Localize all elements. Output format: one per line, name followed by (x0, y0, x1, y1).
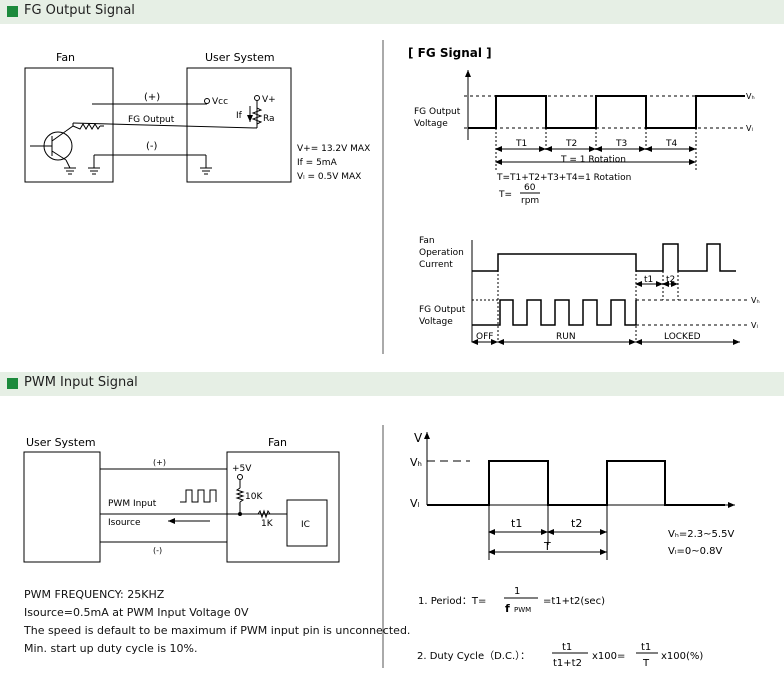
fg-circuit-labels: Fan User System (+) FG Output (-) Vcc V+… (56, 51, 370, 182)
fg-t4-label: T4 (665, 139, 677, 149)
fg-small-t2: t2 (666, 275, 675, 285)
fg-axis1-line2: Voltage (414, 119, 448, 129)
fg-out-line2: Voltage (419, 317, 453, 327)
fg-locked-waveform (471, 240, 750, 345)
fg-axis1-line1: FG Output (414, 107, 461, 117)
fg-spec-vl: Vₗ = 0.5V MAX (297, 172, 361, 182)
fg-minus-label: (-) (146, 141, 158, 152)
fg-formula-num: 60 (524, 183, 536, 193)
pwm-period-den: f (505, 602, 510, 615)
pwm-vh-range: Vₕ=2.3~5.5V (668, 529, 734, 540)
fg-formula1: T=T1+T2+T3+T4=1 Rotation (496, 173, 631, 183)
fg-fan-box (24, 67, 114, 183)
pwm-t1-label: t1 (511, 517, 522, 530)
fg-plus-label: (+) (144, 92, 160, 103)
pwm-period-rest: =t1+t2(sec) (543, 596, 605, 607)
pwm-fan-box (226, 451, 340, 563)
fg-spec-v: V+= 13.2V MAX (297, 144, 370, 154)
section-bullet-icon (7, 6, 18, 17)
pwm-duty-den2: T (642, 658, 650, 669)
pwm-circuit-labels: User System Fan (+) (-) +5V 10K 1K IC PW… (26, 436, 310, 555)
pwm-duty-num1: t1 (562, 642, 572, 653)
pwm-duty-num2: t1 (641, 642, 651, 653)
fg-rotation-label: T = 1 Rotation (560, 155, 626, 165)
fg-output-wire-label: FG Output (128, 115, 175, 125)
fg-user-system-label: User System (205, 51, 275, 64)
fg-signal-waveform (464, 70, 745, 194)
fg-section-title: FG Output Signal (24, 3, 135, 18)
pwm-formulas: 1. Period：T= 1 f PWM =t1+t2(sec) 2. Duty… (417, 586, 703, 669)
fg-fan-label: Fan (56, 51, 75, 64)
pwm-ic-box (286, 499, 328, 547)
fg-formula-t: T= (498, 190, 512, 200)
section-bullet-icon (7, 378, 18, 389)
pwm-period-label: 1. Period：T= (418, 596, 486, 607)
note-min-duty: Min. start up duty cycle is 10%. (24, 642, 198, 655)
fg-current-line2: Operation (419, 248, 464, 258)
fg-vcc-label: Vcc (212, 97, 228, 107)
fg-signal-labels: FG Output Voltage Vₕ Vₗ T1 T2 T3 T4 T = … (414, 92, 755, 206)
pwm-fan-label: Fan (268, 436, 287, 449)
fg-current-line3: Current (419, 260, 453, 270)
pwm-user-system-label: User System (26, 436, 96, 449)
pwm-notes: PWM FREQUENCY: 25KHZ Isource=0.5mA at PW… (24, 586, 410, 658)
pwm-waveform-labels: V Vₕ Vₗ t1 t2 T Vₕ=2.3~5.5V Vₗ=0~0.8V (410, 431, 734, 557)
pwm-period-den-sub: PWM (514, 606, 531, 614)
pwm-v-axis-label: V (414, 431, 423, 445)
pwm-section-header: PWM Input Signal (0, 372, 784, 396)
note-isource: Isource=0.5mA at PWM Input Voltage 0V (24, 606, 249, 619)
fg-locked-labels: Fan Operation Current FG Output Voltage … (419, 236, 760, 342)
pwm-input-label: PWM Input (108, 499, 157, 509)
pwm-duty-label: 2. Duty Cycle（D.C.）： (417, 650, 530, 662)
pwm-minus-label: (-) (153, 546, 162, 555)
note-default-speed: The speed is default to be maximum if PW… (24, 624, 411, 637)
pwm-t2-label: t2 (571, 517, 582, 530)
fg-user-system-box (186, 67, 292, 183)
pwm-10k-label: 10K (245, 492, 263, 502)
pwm-isource-label: Isource (108, 518, 141, 528)
fg-locked-label: LOCKED (664, 332, 701, 342)
pwm-vh-label: Vₕ (410, 456, 422, 469)
pwm-vl-range: Vₗ=0~0.8V (668, 546, 723, 557)
pwm-waveform (424, 432, 735, 560)
fg-section-header: FG Output Signal (0, 0, 784, 24)
pwm-user-system-box (23, 451, 101, 563)
fg-locked-vl: Vₗ (751, 321, 758, 330)
fg-locked-vh: Vₕ (751, 296, 760, 305)
pwm-period-num: 1 (514, 586, 520, 597)
fg-t1-label: T1 (515, 139, 527, 149)
fg-spec-if: If = 5mA (297, 158, 338, 168)
fg-out-line1: FG Output (419, 305, 466, 315)
pwm-5v-label: +5V (232, 464, 252, 474)
fg-ra-label: Ra (263, 114, 275, 124)
pwm-duty-mid: x100= (592, 651, 625, 662)
pwm-t-label: T (543, 540, 551, 553)
fg-vplus-label: V+ (262, 95, 276, 105)
fg-small-t1: t1 (644, 275, 653, 285)
fg-current-line1: Fan (419, 236, 435, 246)
fg-formula-den: rpm (521, 196, 539, 206)
pwm-plus-label: (+) (153, 458, 166, 467)
fg-circuit (24, 67, 292, 183)
fg-if-label: If (236, 111, 243, 121)
fg-run-label: RUN (556, 332, 576, 342)
pwm-duty-den1: t1+t2 (553, 658, 582, 669)
fg-off-label: OFF (476, 332, 493, 342)
pwm-duty-end: x100(%) (661, 651, 703, 662)
note-frequency: PWM FREQUENCY: 25KHZ (24, 588, 165, 601)
fg-t3-label: T3 (615, 139, 627, 149)
fg-vh-label: Vₕ (746, 92, 755, 101)
fg-vl-label: Vₗ (746, 124, 753, 133)
pwm-ic-label: IC (301, 520, 310, 530)
fg-t2-label: T2 (565, 139, 577, 149)
pwm-section-title: PWM Input Signal (24, 375, 138, 390)
pwm-1k-label: 1K (261, 519, 274, 529)
fg-signal-title: [ FG Signal ] (408, 46, 492, 60)
pwm-circuit (23, 451, 340, 563)
pwm-vl-label: Vₗ (410, 497, 420, 510)
